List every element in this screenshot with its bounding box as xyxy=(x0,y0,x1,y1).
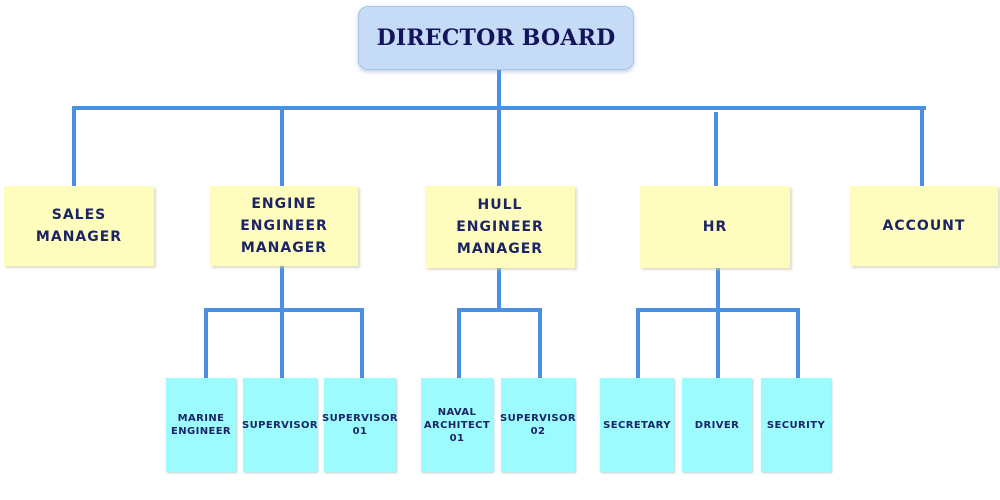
director-board-box: DIRECTOR BOARD xyxy=(358,6,634,70)
staff-label: SECRETARY xyxy=(603,419,671,431)
staff-label: DRIVER xyxy=(694,419,740,431)
manager-box-account: ACCOUNT xyxy=(850,186,998,266)
manager-label: ACCOUNT xyxy=(882,218,966,234)
director-board-label: DIRECTOR BOARD xyxy=(376,25,616,51)
staff-box-driver: DRIVER xyxy=(682,378,752,472)
manager-box-hr: HR xyxy=(640,186,790,268)
staff-label: SUPERVISOR xyxy=(241,419,319,431)
staff-label: SECURITY xyxy=(766,419,826,431)
staff-box-security: SECURITY xyxy=(761,378,831,472)
staff-box-secretary: SECRETARY xyxy=(600,378,674,472)
manager-label: HR xyxy=(702,219,728,235)
staff-box-supervisor: SUPERVISOR xyxy=(241,378,319,472)
